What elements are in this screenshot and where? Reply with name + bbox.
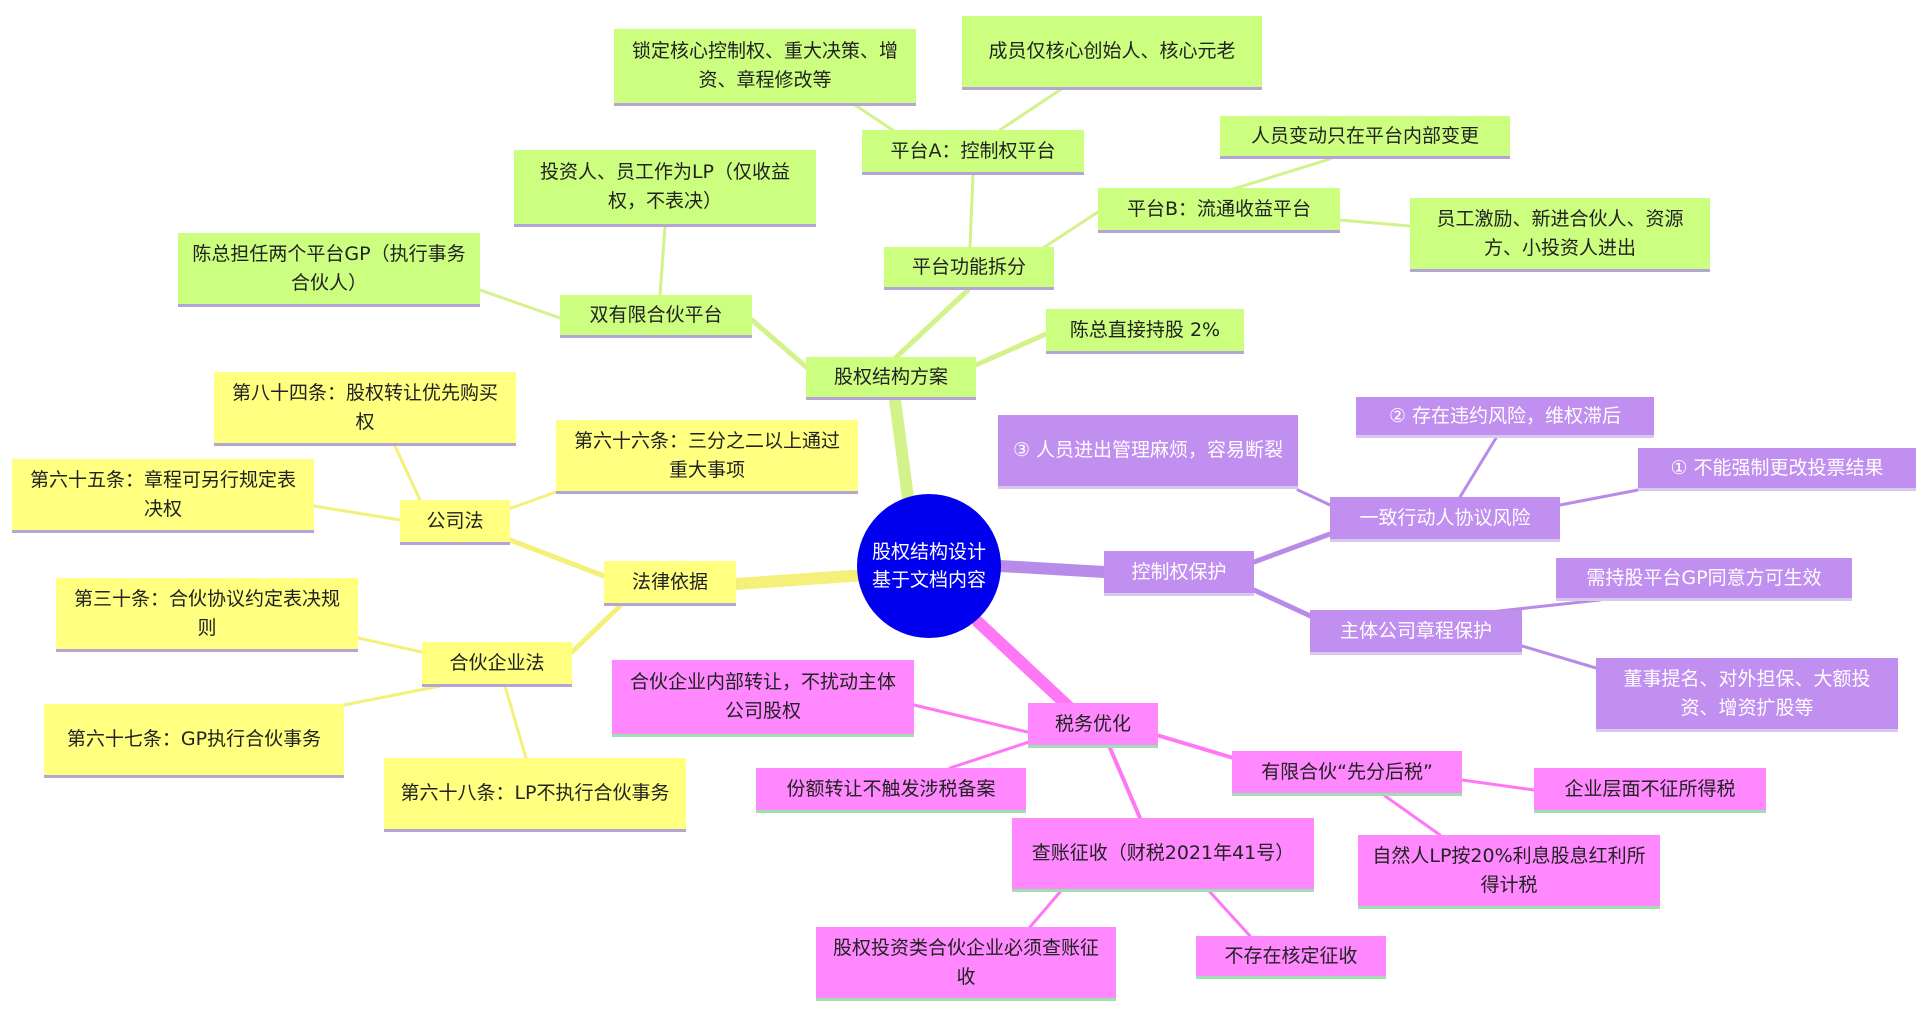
node-lp-tax-first[interactable]: 有限合伙“先分后税” [1232, 751, 1462, 796]
node-dual-lp[interactable]: 双有限合伙平台 [560, 295, 752, 338]
node-platform-split[interactable]: 平台功能拆分 [884, 247, 1054, 290]
node-no-corp-tax[interactable]: 企业层面不征所得税 [1534, 768, 1766, 813]
edge-duallp-chengp [478, 288, 562, 320]
node-natural-lp-tax[interactable]: 自然人LP按20%利息股息红利所得计税 [1358, 835, 1660, 909]
edge-lptax-natural [1383, 794, 1442, 837]
edge-control-concert [1251, 531, 1333, 565]
edge-company-art65 [312, 504, 402, 522]
node-equity-plan[interactable]: 股权结构方案 [806, 357, 976, 400]
edge-split-platforma [968, 173, 975, 249]
edge-charter-items [1520, 644, 1598, 670]
node-investor-lp[interactable]: 投资人、员工作为LP（仅收益权，不表决） [514, 150, 816, 227]
node-legal-basis[interactable]: 法律依据 [604, 561, 736, 606]
edge-legal-partnership [569, 603, 623, 655]
node-partnership-law[interactable]: 合伙企业法 [422, 642, 572, 687]
edge-lptax-nocorp [1460, 778, 1536, 792]
edge-concert-risk1 [1558, 488, 1640, 507]
node-platform-b-members[interactable]: 员工激励、新进合伙人、资源方、小投资人进出 [1410, 198, 1710, 272]
edge-split-platformb [1038, 210, 1100, 252]
node-art65[interactable]: 第六十五条：章程可另行规定表决权 [12, 459, 314, 533]
node-art67[interactable]: 第六十七条：GP执行合伙事务 [44, 704, 344, 778]
edge-audit-nodeemed [1208, 890, 1252, 938]
node-charter-items[interactable]: 董事提名、对外担保、大额投资、增资扩股等 [1596, 658, 1898, 732]
node-company-law[interactable]: 公司法 [400, 500, 510, 545]
edge-tax-lptaxfirst [1148, 731, 1242, 762]
node-risk2[interactable]: ② 存在违约风险，维权滞后 [1356, 397, 1654, 438]
node-audit-collect[interactable]: 查账征收（财税2021年41号） [1012, 818, 1314, 892]
node-platform-a-lock[interactable]: 锁定核心控制权、重大决策、增资、章程修改等 [614, 29, 916, 106]
edge-root-control [994, 560, 1110, 578]
node-platform-b[interactable]: 平台B：流通收益平台 [1098, 188, 1340, 233]
node-equity-invest-audit[interactable]: 股权投资类合伙企业必须查账征收 [816, 927, 1116, 1001]
root-node[interactable]: 股权结构设计 基于文档内容 [857, 494, 1001, 638]
edge-concert-risk2 [1458, 436, 1498, 499]
edge-partnership-art68 [503, 684, 528, 760]
edge-tax-internal [912, 703, 1042, 737]
node-art30[interactable]: 第三十条：合伙协议约定表决规则 [56, 578, 358, 652]
edge-equity-plan-split [887, 287, 971, 366]
node-platform-a[interactable]: 平台A：控制权平台 [862, 130, 1084, 175]
edge-root-tax [972, 616, 1076, 714]
edge-tax-share [948, 738, 1037, 770]
edge-concert-risk3 [1296, 488, 1332, 507]
edge-company-art84 [393, 444, 422, 502]
node-share-transfer[interactable]: 份额转让不触发涉税备案 [756, 768, 1026, 813]
node-art68[interactable]: 第六十八条：LP不执行合伙事务 [384, 758, 686, 832]
node-internal-transfer[interactable]: 合伙企业内部转让，不扰动主体公司股权 [612, 660, 914, 737]
node-chen-gp[interactable]: 陈总担任两个平台GP（执行事务合伙人） [178, 233, 480, 307]
edge-platforma-members [998, 88, 1062, 132]
node-charter-protect[interactable]: 主体公司章程保护 [1310, 610, 1522, 655]
edge-legal-companylaw [507, 537, 607, 579]
node-risk3[interactable]: ③ 人员进出管理麻烦，容易断裂 [998, 415, 1298, 489]
node-art84[interactable]: 第八十四条：股权转让优先购买权 [214, 372, 516, 446]
node-charter-gp[interactable]: 需持股平台GP同意方可生效 [1556, 558, 1852, 601]
node-chen-direct[interactable]: 陈总直接持股 2% [1046, 309, 1244, 354]
edge-partnership-art67 [342, 684, 442, 707]
node-control-protect[interactable]: 控制权保护 [1104, 551, 1254, 596]
node-art66[interactable]: 第六十六条：三分之二以上通过重大事项 [556, 420, 858, 494]
node-platform-b-change[interactable]: 人员变动只在平台内部变更 [1220, 116, 1510, 159]
edge-equity-plan-duallp [749, 317, 815, 375]
edge-platformb-members [1338, 218, 1412, 228]
node-risk1[interactable]: ① 不能强制更改投票结果 [1638, 448, 1916, 491]
node-no-deemed[interactable]: 不存在核定征收 [1196, 936, 1386, 979]
edge-tax-audit [1108, 746, 1142, 820]
node-tax-opt[interactable]: 税务优化 [1028, 703, 1158, 748]
edge-partnership-art30 [356, 636, 424, 654]
node-concert-risk[interactable]: 一致行动人协议风险 [1330, 497, 1560, 542]
node-platform-a-members[interactable]: 成员仅核心创始人、核心元老 [962, 16, 1262, 90]
edge-platformb-change [1228, 157, 1332, 192]
edge-duallp-investorlp [658, 225, 667, 297]
edge-audit-equityinvest [1028, 890, 1062, 929]
